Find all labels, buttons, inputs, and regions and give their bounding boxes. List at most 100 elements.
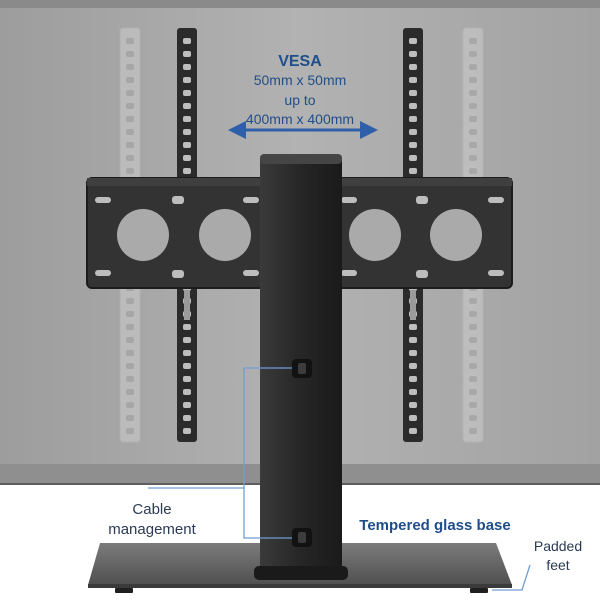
rail-hole [183,363,191,369]
rail-hole [126,64,134,70]
rail-hole [469,77,477,83]
rail-hole [469,155,477,161]
rail-hole [469,168,477,174]
cable-clip-lower [292,528,312,547]
rail-hole [126,402,134,408]
rail-hole [409,337,417,343]
rail-hole [126,116,134,122]
tempered-glass-base-label: Tempered glass base [359,517,511,534]
rail-hole [409,129,417,135]
rail-hole [469,298,477,304]
rail-hole [469,363,477,369]
rail-hole [409,51,417,57]
rail-hole [183,155,191,161]
rail-hole [469,103,477,109]
rail-hole [469,129,477,135]
rail-hole [469,311,477,317]
padded-feet-label-line1: Padded [533,538,583,554]
rail-hole [126,337,134,343]
rail-hole [469,428,477,434]
rail-hole [183,415,191,421]
rail-hole [126,415,134,421]
rail-hole [183,376,191,382]
rail-hole [409,376,417,382]
mounting-bolts [184,290,416,320]
rail-hole [183,428,191,434]
vesa-max-size: 400mm x 400mm [245,111,355,127]
rail-hole [469,415,477,421]
vesa-min-size: 50mm x 50mm [253,72,347,88]
rail-hole [183,168,191,174]
cable-management-label-line2: management [108,521,196,538]
rail-hole [126,363,134,369]
rail-hole [126,38,134,44]
rail-hole [183,324,191,330]
cable-clip-upper [292,359,312,378]
rail-hole [183,389,191,395]
cable-management-label-line1: Cable [132,501,172,518]
rail-hole [469,402,477,408]
cable-management-leader [148,367,292,539]
rail-hole [183,350,191,356]
rail-hole [409,428,417,434]
rail-hole [409,363,417,369]
rail-hole [409,103,417,109]
rail-hole [409,64,417,70]
rail-hole [126,77,134,83]
rail-hole [409,350,417,356]
rail-hole [409,90,417,96]
rail-hole [409,168,417,174]
rail-hole [469,142,477,148]
rail-hole [126,168,134,174]
vesa-title: VESA [278,53,322,70]
rail-hole [409,77,417,83]
rail-hole [409,324,417,330]
rail-hole [126,389,134,395]
plate-circular-cutouts [117,209,482,261]
rail-hole [409,402,417,408]
rail-hole [183,64,191,70]
rail-hole [183,142,191,148]
rail-hole [469,350,477,356]
rail-hole [183,337,191,343]
support-post [254,154,348,580]
rail-hole [469,376,477,382]
rail-hole [469,389,477,395]
rail-hole [126,324,134,330]
rail-hole [469,38,477,44]
rail-hole [126,350,134,356]
padded-feet-leader [492,564,531,591]
rail-hole [183,51,191,57]
rail-hole [409,38,417,44]
rail-hole [126,155,134,161]
rail-hole [126,376,134,382]
rail-hole [409,415,417,421]
padded-feet-label-line2: feet [546,557,570,573]
rail-hole [469,90,477,96]
rail-hole [183,103,191,109]
rail-hole [469,337,477,343]
rail-hole [126,129,134,135]
rail-hole [409,116,417,122]
rail-hole [126,142,134,148]
rail-hole [183,129,191,135]
rail-hole [126,311,134,317]
rail-hole [469,116,477,122]
rail-hole [126,90,134,96]
rail-hole [183,90,191,96]
rail-hole [183,402,191,408]
rail-hole [409,142,417,148]
rail-hole [126,298,134,304]
rail-hole [183,116,191,122]
rail-hole [126,103,134,109]
rail-hole [409,155,417,161]
rail-hole [183,38,191,44]
plate-slots [95,196,504,278]
rail-hole [469,51,477,57]
vesa-range-arrow [228,121,378,139]
rail-hole [409,389,417,395]
rail-hole [469,324,477,330]
rail-hole [469,64,477,70]
vesa-up-to: up to [284,92,316,108]
